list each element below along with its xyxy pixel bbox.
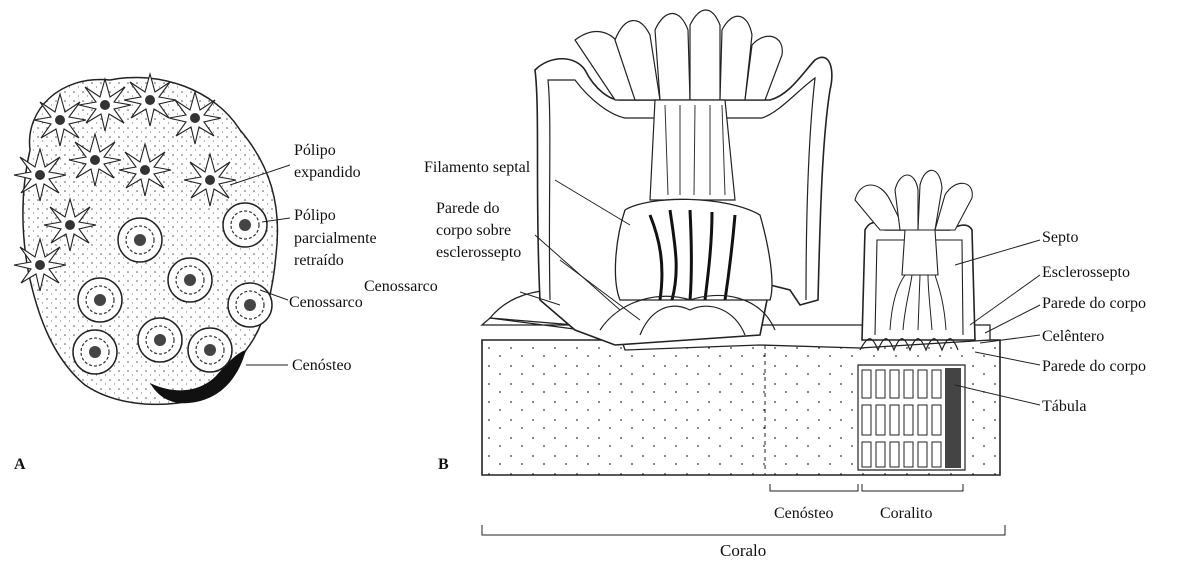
label-coralito: Coralito: [880, 503, 932, 525]
label-cenossarco-a: Cenossarco: [289, 292, 363, 314]
label-esclerossepto: Esclerossepto: [1042, 262, 1130, 284]
label-parede-corpo-sobre-line2: corpo sobre: [436, 220, 511, 242]
label-polipo-retraido-line2: parcialmente: [294, 228, 377, 250]
label-parede-do-corpo-1: Parede do corpo: [1042, 293, 1146, 315]
label-polipo-retraido-line3: retraído: [294, 250, 344, 272]
label-parede-corpo-sobre-line1: Parede do: [436, 198, 500, 220]
label-cenossarco-b: Cenossarco: [364, 276, 438, 298]
label-cenosteo-a: Cenósteo: [292, 355, 352, 377]
panel-a-colony-drawing: [14, 74, 290, 404]
label-parede-do-corpo-2: Parede do corpo: [1042, 356, 1146, 378]
label-tabula: Tábula: [1042, 396, 1086, 418]
panel-b-polyp-section: [482, 10, 1040, 535]
label-polipo-expandido-line1: Pólipo: [294, 140, 336, 162]
label-polipo-retraido-line1: Pólipo: [294, 205, 336, 227]
label-coralo: Coralo: [720, 540, 766, 562]
label-filamento-septal: Filamento septal: [424, 157, 530, 179]
label-celentero: Celêntero: [1042, 326, 1104, 348]
label-polipo-expandido-line2: expandido: [294, 162, 361, 184]
panel-a-letter: A: [14, 456, 26, 474]
label-cenosteo-b: Cenósteo: [774, 503, 834, 525]
label-parede-corpo-sobre-line3: esclerossepto: [436, 242, 521, 264]
label-septo: Septo: [1042, 227, 1078, 249]
panel-b-letter: B: [438, 456, 449, 474]
